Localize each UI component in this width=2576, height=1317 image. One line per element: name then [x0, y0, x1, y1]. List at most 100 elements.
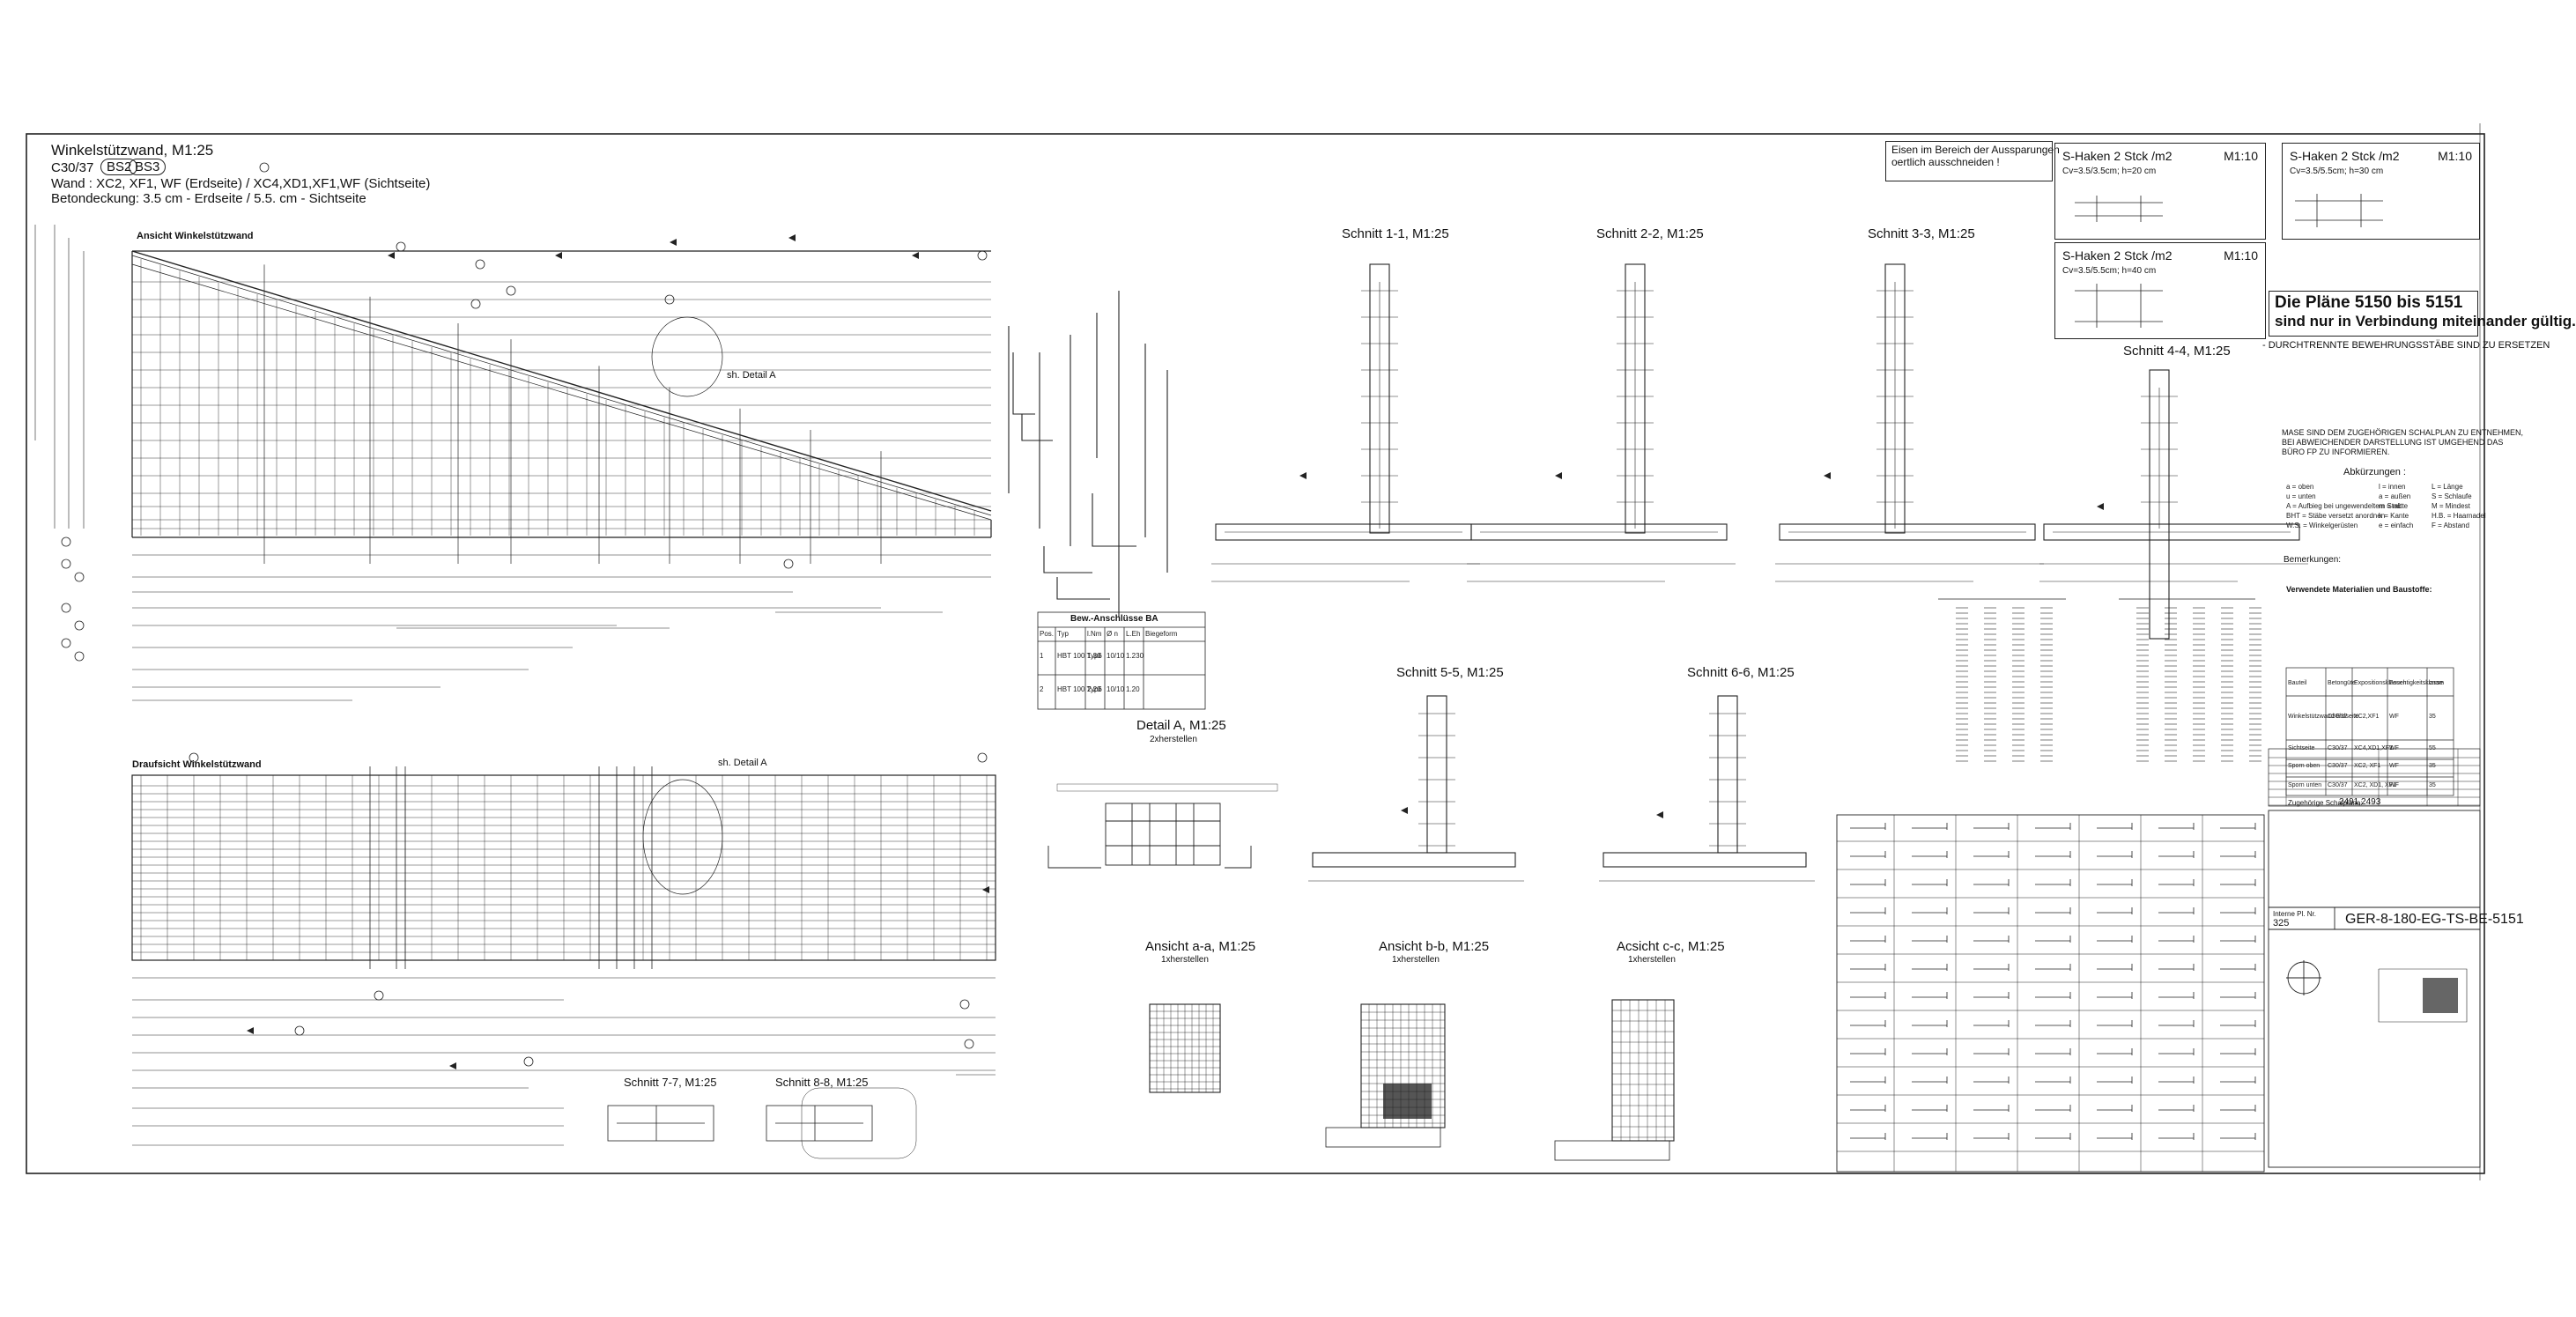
abbrev-item: l = innen — [2379, 483, 2406, 491]
plan-number-label: Interne Pl. Nr. — [2273, 910, 2316, 918]
detail-a-title: Detail A, M1:25 — [1136, 718, 1226, 733]
steel-lists — [1938, 598, 2261, 762]
view-bb-title: Ansicht b-b, M1:25 — [1379, 939, 1490, 954]
abbrev-item: W.S. = Winkelgerüsten — [2286, 522, 2358, 529]
section-8-8-title: Schnitt 8-8, M1:25 — [775, 1076, 869, 1089]
abbrev-item: e = einfach — [2379, 522, 2414, 529]
abbrev-item: a = oben — [2286, 483, 2314, 491]
section-7-7-drawing — [607, 1105, 714, 1142]
section-4-4-title: Schnitt 4-4, M1:25 — [2123, 344, 2231, 359]
materials-cell: 35 — [2429, 714, 2436, 720]
s-hook-box-3: S-Haken 2 Stck /m2 M1:10 Cv=3.5/5.5cm; h… — [2054, 242, 2266, 339]
view-cc-subtitle: 1xherstellen — [1628, 955, 1676, 965]
anschluss-header: Biegeform — [1145, 630, 1178, 638]
abbrev-item: a = außen — [2379, 492, 2411, 500]
materials-cell: C30/37 — [2328, 745, 2348, 751]
badge-bs3: BS3 — [129, 159, 167, 176]
abbrev-item: A = Aufbieg bei ungewendeltem Stab — [2286, 502, 2402, 510]
abbrev-item: u = unten — [2286, 492, 2316, 500]
view-aa-title: Ansicht a-a, M1:25 — [1145, 939, 1256, 954]
anschluss-cell: 1.30 — [1087, 652, 1101, 660]
elevation-label: Ansicht Winkelstützwand — [137, 231, 254, 241]
materials-cell: Winkelstützwand Erdseite — [2288, 714, 2359, 720]
bar-shape-schedule — [1008, 291, 1168, 617]
materials-header: cnom — [2429, 680, 2445, 686]
section-markers — [247, 234, 2104, 1069]
materials-cell: C30/37 — [2328, 763, 2348, 769]
materials-cell: XC4,XD1,XF1 — [2354, 745, 2393, 751]
remarks-title: Bemerkungen: — [2284, 555, 2342, 565]
materials-cell: WF — [2389, 782, 2399, 788]
wall-cross-sections — [1211, 263, 2308, 640]
materials-cell: XC2, XF1 — [2354, 763, 2381, 769]
abbrev-item: H.B. = Haarnadel — [2432, 512, 2486, 520]
s-hook-box-2: S-Haken 2 Stck /m2 M1:10 Cv=3.5/5.5cm; h… — [2282, 143, 2480, 240]
s-hook-2-title: S-Haken 2 Stck /m2 — [2290, 149, 2400, 163]
materials-cell: XC2, XD1, XF1 — [2354, 782, 2396, 788]
materials-cell: 55 — [2429, 745, 2436, 751]
anschluss-table-grid — [1037, 611, 1206, 710]
anschluss-cell: 2.20 — [1087, 685, 1101, 693]
anschluss-cell: 10/10 — [1107, 685, 1125, 693]
exposure-classes: Wand : XC2, XF1, WF (Erdseite) / XC4,XD1… — [51, 176, 431, 191]
materials-cell: Sichtseite — [2288, 745, 2315, 751]
plan-label: Draufsicht Winkelstützwand — [132, 759, 262, 770]
abbrev-item: m = mitte — [2379, 502, 2409, 510]
revision-table — [2268, 748, 2481, 807]
concrete-cover: Betondeckung: 3.5 cm - Erdseite / 5.5. c… — [51, 191, 366, 206]
anschluss-cell: HBT 100 Typ6 — [1057, 652, 1102, 660]
materials-cell: WF — [2389, 714, 2399, 720]
section-8-8-drawing — [766, 1087, 917, 1159]
anschluss-header: L.Eh — [1126, 630, 1141, 638]
plan-dimensions — [132, 977, 996, 1146]
validity-box: Die Pläne 5150 bis 5151 sind nur in Verb… — [2269, 291, 2576, 337]
notice-line2: BEI ABWEICHENDER DARSTELLUNG IST UMGEHEN… — [2282, 438, 2504, 447]
abbrev-item: BHT = Stäbe versetzt anordnen — [2286, 512, 2386, 520]
materials-header: Expositionsklassen — [2354, 680, 2407, 686]
formwork-plans-value: 2491,2493 — [2339, 797, 2381, 807]
abbrev-item: k = Kante — [2379, 512, 2409, 520]
bending-schedule-grid — [1836, 814, 2265, 1173]
materials-cell: XC2,XF1 — [2354, 714, 2380, 720]
cutout-note: Eisen im Bereich der Aussparungen oertli… — [1885, 141, 2060, 181]
materials-cell: WF — [2389, 745, 2399, 751]
materials-header: Feuchtigkeitsklasse — [2389, 680, 2444, 686]
anschluss-cell: 10/10 — [1107, 652, 1125, 660]
materials-cell: C30/37 — [2328, 714, 2348, 720]
anschluss-cell: 1.20 — [1126, 685, 1140, 693]
anschluss-header: Pos. — [1040, 630, 1055, 638]
elevation-dimensions — [34, 225, 991, 701]
anschluss-cell: HBT 100 Typ6 — [1057, 685, 1102, 693]
reinforcement-drawing — [26, 123, 2485, 1180]
materials-table-grid — [2285, 667, 2454, 796]
materials-header: Betongüte — [2328, 680, 2356, 686]
anschluss-cell: 1 — [1040, 652, 1044, 660]
section-2-2-title: Schnitt 2-2, M1:25 — [1596, 226, 1704, 241]
abbrev-item: F = Abstand — [2432, 522, 2469, 529]
notice-line1: MASE SIND DEM ZUGEHÖRIGEN SCHALPLAN ZU E… — [2282, 428, 2524, 437]
bar-position-callouts — [61, 162, 988, 1067]
s-hook-1-scale: M1:10 — [2224, 149, 2258, 163]
materials-cell: Sporn unten — [2288, 782, 2322, 788]
drawing-sheet: Winkelstützwand, M1:25 C30/37 BS2 BS3 Wa… — [26, 123, 2576, 1180]
s-hook-3-title: S-Haken 2 Stck /m2 — [2062, 248, 2173, 263]
detail-a-subtitle: 2xherstellen — [1150, 735, 1197, 744]
section-7-7-title: Schnitt 7-7, M1:25 — [624, 1076, 717, 1089]
concrete-class: C30/37 — [51, 160, 94, 175]
title-block-frame — [2268, 810, 2481, 1168]
view-cc-title: Acsicht c-c, M1:25 — [1617, 939, 1725, 954]
validity-line1: Die Pläne 5150 bis 5151 — [2275, 293, 2463, 312]
s-hook-1-spec: Cv=3.5/3.5cm; h=20 cm — [2062, 166, 2157, 176]
elevation-horizontal-bars — [132, 281, 991, 529]
s-hook-2-spec: Cv=3.5/5.5cm; h=30 cm — [2290, 166, 2384, 176]
materials-title: Verwendete Materialien und Baustoffe: — [2286, 585, 2432, 594]
abbrev-item: S = Schlaufe — [2432, 492, 2472, 500]
view-aa-subtitle: 1xherstellen — [1161, 955, 1209, 965]
s-hook-3-scale: M1:10 — [2224, 248, 2258, 263]
materials-cell: Sporn oben — [2288, 763, 2321, 769]
section-3-3-title: Schnitt 3-3, M1:25 — [1868, 226, 1975, 241]
detail-a-drawing — [1047, 783, 1278, 869]
plan-number: 325 — [2273, 918, 2290, 929]
materials-cell: C30/37 — [2328, 782, 2348, 788]
validity-line2: sind nur in Verbindung miteinander gülti… — [2275, 312, 2576, 329]
